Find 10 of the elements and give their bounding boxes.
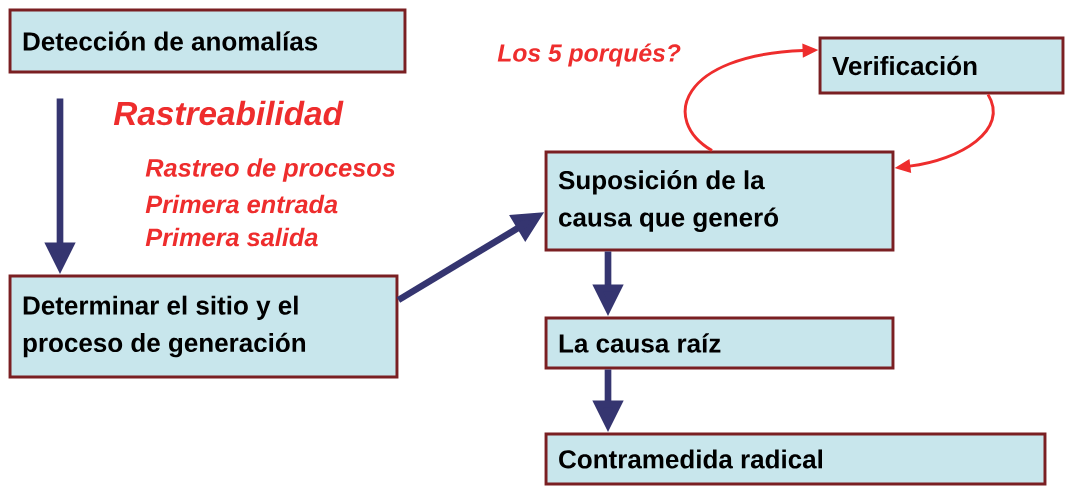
list-item: Primera salida bbox=[145, 227, 318, 247]
process-box: Suposición de la causa que generó bbox=[544, 150, 895, 252]
process-box: La causa raíz bbox=[544, 316, 895, 370]
list-item: Rastreo de procesos bbox=[145, 158, 395, 182]
process-box: Contramedida radical bbox=[544, 432, 1047, 486]
process-box: Determinar el sitio y el proceso de generación bbox=[8, 274, 399, 379]
process-box: Detección de anomalías bbox=[8, 8, 407, 74]
process-box: Verificación bbox=[818, 36, 1065, 95]
list-item: Primera entrada bbox=[145, 194, 338, 214]
annotation-text: Los 5 porqués? bbox=[497, 43, 681, 67]
